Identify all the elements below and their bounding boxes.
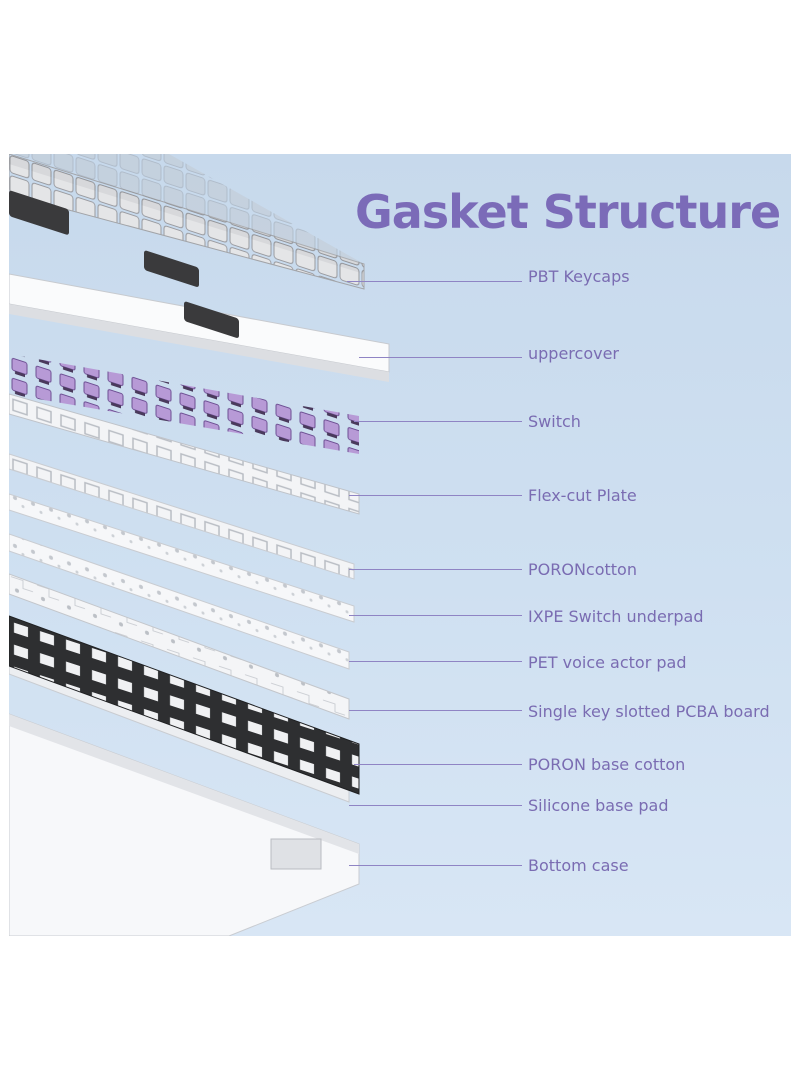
layer-label-ixpe-switch-underpad: IXPE Switch underpad (528, 607, 704, 626)
leader-line (354, 764, 522, 765)
layer-label-pet-voice-actor-pad: PET voice actor pad (528, 653, 687, 672)
leader-line (349, 615, 522, 616)
product-panel: Gasket Structure PBT Keycaps uppercover … (9, 154, 791, 936)
exploded-keyboard-illustration (9, 154, 390, 936)
leader-line (359, 357, 522, 358)
leader-line (349, 569, 522, 570)
layer-label-poron-cotton: PORONcotton (528, 560, 637, 579)
layer-label-silicone-base-pad: Silicone base pad (528, 796, 669, 815)
layer-label-poron-base-cotton: PORON base cotton (528, 755, 686, 774)
leader-line (349, 710, 522, 711)
layer-label-bottom-case: Bottom case (528, 856, 629, 875)
layer-label-uppercover: uppercover (528, 344, 619, 363)
layer-label-pcba-board: Single key slotted PCBA board (528, 702, 770, 721)
leader-line (349, 661, 522, 662)
leader-line (354, 421, 522, 422)
page-title: Gasket Structure (355, 185, 781, 239)
layer-label-switch: Switch (528, 412, 581, 431)
leader-line (349, 495, 522, 496)
leader-line (349, 865, 522, 866)
leader-line (347, 281, 522, 282)
layer-label-pbt-keycaps: PBT Keycaps (528, 267, 630, 286)
leader-line (349, 805, 522, 806)
layer-label-flex-cut-plate: Flex-cut Plate (528, 486, 637, 505)
